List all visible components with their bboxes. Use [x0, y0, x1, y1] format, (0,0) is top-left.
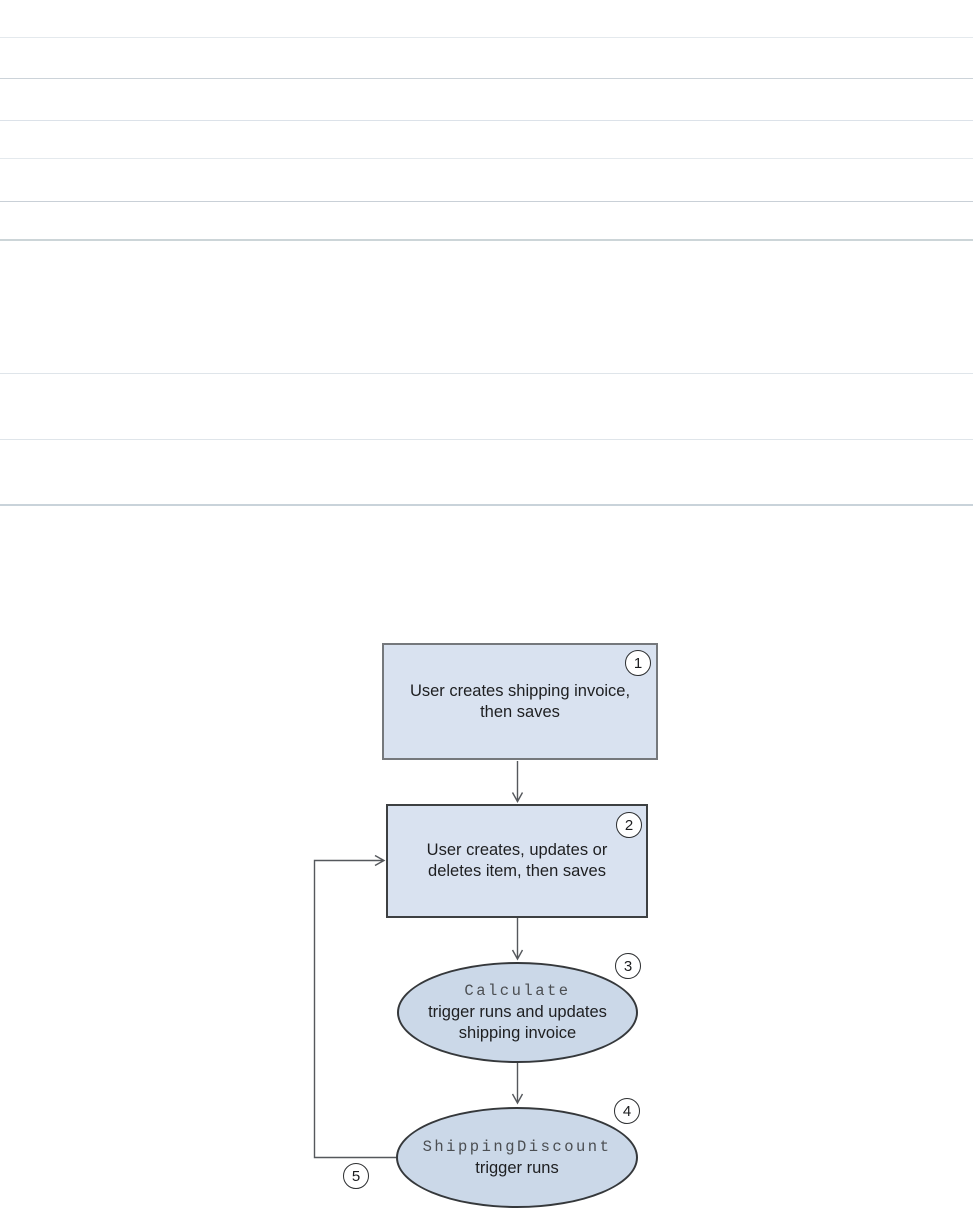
arrow-step1-to-step2	[511, 761, 524, 803]
horizontal-rule	[0, 504, 973, 506]
horizontal-rule	[0, 78, 973, 79]
horizontal-rule	[0, 201, 973, 202]
horizontal-rule	[0, 373, 973, 374]
node-step2-line: User creates, updates or	[426, 841, 608, 859]
node-step4-line: trigger runs	[475, 1158, 559, 1177]
node-step1: User creates shipping invoice, then save…	[382, 643, 658, 760]
horizontal-rule	[0, 158, 973, 159]
badge-step4: 4	[614, 1098, 640, 1124]
badge-loop: 5	[343, 1163, 369, 1189]
node-step1-line: User creates shipping invoice,	[409, 681, 631, 700]
horizontal-rule	[0, 239, 973, 241]
badge-step3: 3	[615, 953, 641, 979]
node-step4: ShippingDiscount trigger runs	[396, 1107, 638, 1208]
horizontal-rule	[0, 439, 973, 440]
node-step2-line: deletes item, then saves	[428, 862, 606, 880]
node-step3-line: trigger runs and updates	[428, 1003, 607, 1021]
node-step3-code: Calculate	[464, 982, 571, 1000]
badge-step2: 2	[616, 812, 642, 838]
arrow-step3-to-step4	[511, 1062, 524, 1105]
node-step3-line: shipping invoice	[458, 1024, 577, 1042]
node-step2: User creates, updates or deletes item, t…	[386, 804, 648, 918]
node-step3: Calculate trigger runs and updates shipp…	[397, 962, 638, 1063]
horizontal-rule	[0, 37, 973, 38]
badge-step1: 1	[625, 650, 651, 676]
arrow-step2-to-step3	[511, 918, 524, 961]
horizontal-rule	[0, 120, 973, 121]
loop-arrow-step4-to-step2	[313, 854, 396, 1159]
node-step1-line: then saves	[480, 702, 560, 721]
node-step4-code: ShippingDiscount	[422, 1137, 612, 1156]
